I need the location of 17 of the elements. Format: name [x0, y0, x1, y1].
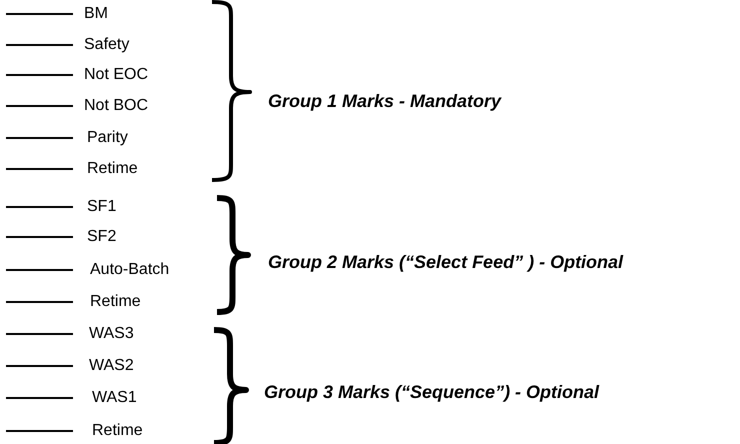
mark-label: SF1 — [87, 199, 116, 215]
mark-label: WAS1 — [92, 390, 137, 406]
mark-label: Not BOC — [84, 98, 148, 114]
group-heading: Group 1 Marks - Mandatory — [268, 92, 502, 110]
group-heading: Group 2 Marks (“Select Feed” ) - Optional — [268, 253, 624, 271]
mark-label: BM — [84, 6, 108, 22]
mark-label: WAS3 — [89, 326, 134, 342]
mark-label: Safety — [84, 37, 130, 53]
mark-label: Parity — [87, 130, 128, 146]
mark-label: SF2 — [87, 229, 116, 245]
mark-label: Retime — [90, 294, 141, 310]
mark-label: Not EOC — [84, 67, 148, 83]
mark-label: Retime — [92, 423, 143, 439]
group-heading: Group 3 Marks (“Sequence”) - Optional — [264, 383, 600, 401]
mark-label: WAS2 — [89, 358, 134, 374]
mark-label: Auto-Batch — [90, 262, 170, 278]
mark-label: Retime — [87, 161, 138, 177]
